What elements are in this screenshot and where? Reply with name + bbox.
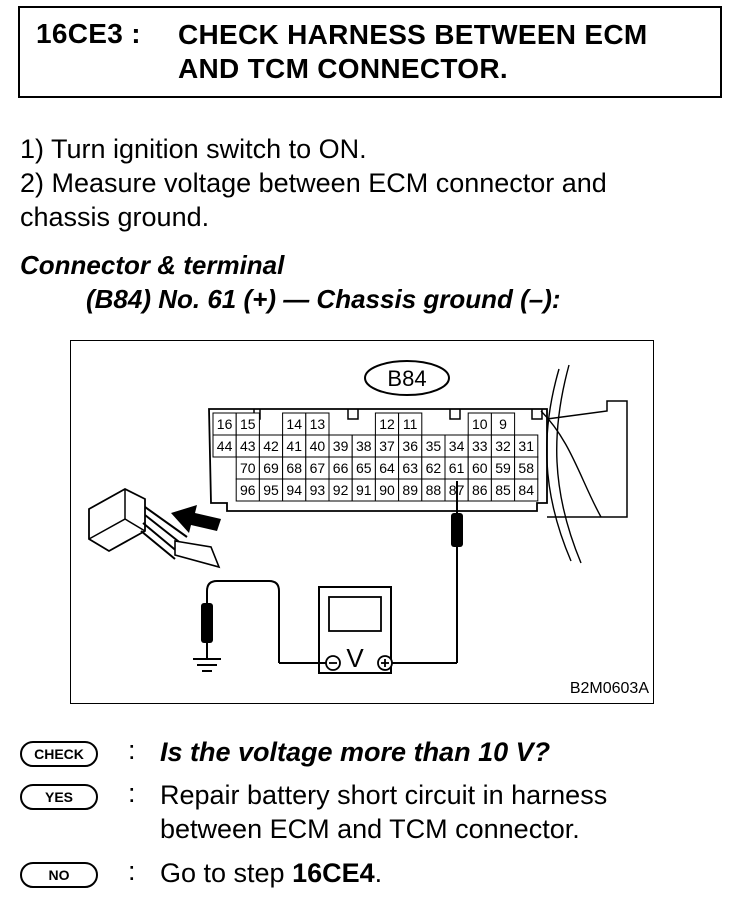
yes-badge: YES <box>20 784 98 810</box>
pin-label-35: 35 <box>426 438 442 454</box>
connector-label: B84 <box>387 366 426 391</box>
pin-label-68: 68 <box>286 460 302 476</box>
positive-probe <box>451 513 463 547</box>
no-text-lead: Go to step <box>160 858 293 888</box>
yes-colon: : <box>128 778 136 808</box>
step-id: 16CE3 : <box>36 18 141 49</box>
step-title: CHECK HARNESS BETWEEN ECM AND TCM CONNEC… <box>178 18 648 86</box>
instruction-1: 1) Turn ignition switch to ON. <box>20 134 367 164</box>
pin-label-90: 90 <box>379 482 395 498</box>
check-colon: : <box>128 735 136 765</box>
pin-label-63: 63 <box>402 460 418 476</box>
pin-label-44: 44 <box>217 438 233 454</box>
pin-label-64: 64 <box>379 460 395 476</box>
instruction-2-cont: chassis ground. <box>20 202 210 232</box>
check-question: Is the voltage more than 10 V? <box>160 737 551 767</box>
pin-label-14: 14 <box>286 416 302 432</box>
wiring-diagram-svg: B84 16 15 14 13 12 11 10 9 44 43 42 41 40 39 38 37 36 35 3… <box>88 360 649 697</box>
pin-cell <box>514 478 539 502</box>
pin-label-16: 16 <box>217 416 233 432</box>
pin-label-62: 62 <box>426 460 442 476</box>
harness-line <box>546 368 572 562</box>
pin-label-93: 93 <box>310 482 326 498</box>
pin-label-37: 37 <box>379 438 395 454</box>
yes-text: Repair battery short circuit in harness … <box>160 778 720 846</box>
pin-label-85: 85 <box>495 482 511 498</box>
pin-grid: 16 15 14 13 12 11 10 9 44 43 42 41 40 39 38 37 36 35 34 33 3… <box>212 412 539 502</box>
step-title-line2: AND TCM CONNECTOR. <box>178 53 508 84</box>
ecm-housing <box>546 400 628 518</box>
pin-label-88: 88 <box>426 482 442 498</box>
pin-label-67: 67 <box>310 460 326 476</box>
pin-label-66: 66 <box>333 460 349 476</box>
yes-line1: Repair battery short circuit in harness <box>160 780 608 810</box>
tcm-connector-plug <box>88 487 146 553</box>
connector-spec: (B84) No. 61 (+) — Chassis ground (–): <box>86 284 561 314</box>
figure-code: B2M0603A <box>570 680 649 697</box>
pin-label-89: 89 <box>402 482 418 498</box>
pin-label-40: 40 <box>310 438 326 454</box>
pin-label-84: 84 <box>518 482 534 498</box>
voltmeter-display <box>328 596 382 632</box>
pin-label-36: 36 <box>402 438 418 454</box>
no-colon: : <box>128 856 136 886</box>
pin-label-13: 13 <box>310 416 326 432</box>
pin-label-34: 34 <box>449 438 465 454</box>
instruction-2: 2) Measure voltage between ECM connector… <box>20 168 607 198</box>
pin-label-58: 58 <box>518 460 534 476</box>
pin-label-12: 12 <box>379 416 395 432</box>
pin-label-41: 41 <box>286 438 302 454</box>
pin-label-92: 92 <box>333 482 349 498</box>
connector-heading: Connector & terminal <box>20 250 285 280</box>
pin-label-43: 43 <box>240 438 256 454</box>
instructions: 1) Turn ignition switch to ON. 2) Measur… <box>20 132 720 234</box>
no-text-end: . <box>374 858 383 888</box>
pin-label-10: 10 <box>472 416 488 432</box>
pin-label-91: 91 <box>356 482 372 498</box>
connector-label-oval <box>364 360 450 396</box>
disconnect-arrow <box>171 505 221 533</box>
no-text: Go to step 16CE4. <box>160 856 720 890</box>
pin-label-69: 69 <box>263 460 279 476</box>
pin-label-31: 31 <box>518 438 534 454</box>
pin-label-39: 39 <box>333 438 349 454</box>
pin-label-65: 65 <box>356 460 372 476</box>
step-title-line1: CHECK HARNESS BETWEEN ECM <box>178 19 648 50</box>
pin-label-60: 60 <box>472 460 488 476</box>
voltmeter-symbol: V <box>346 643 364 673</box>
pin-label-86: 86 <box>472 482 488 498</box>
negative-probe <box>201 603 213 643</box>
pin-label-11: 11 <box>403 416 418 432</box>
no-step: 16CE4 <box>292 858 375 888</box>
pin-label-94: 94 <box>286 482 302 498</box>
pin-label-33: 33 <box>472 438 488 454</box>
pin-label-15: 15 <box>240 416 256 432</box>
yes-line2: between ECM and TCM connector. <box>160 814 580 844</box>
pin-label-96: 96 <box>240 482 256 498</box>
pin-label-38: 38 <box>356 438 372 454</box>
no-badge: NO <box>20 862 98 888</box>
pin-label-9: 9 <box>499 416 507 432</box>
wiring-diagram: B84 16 15 14 13 12 11 10 9 44 43 42 41 40 39 38 37 36 35 3… <box>70 340 654 704</box>
check-badge: CHECK <box>20 741 98 767</box>
pin-label-61: 61 <box>449 460 465 476</box>
pin-label-42: 42 <box>263 438 279 454</box>
pin-label-59: 59 <box>495 460 511 476</box>
pin-label-32: 32 <box>495 438 511 454</box>
pin-label-95: 95 <box>263 482 279 498</box>
pin-label-70: 70 <box>240 460 256 476</box>
step-header: 16CE3 : CHECK HARNESS BETWEEN ECM AND TC… <box>18 6 722 98</box>
